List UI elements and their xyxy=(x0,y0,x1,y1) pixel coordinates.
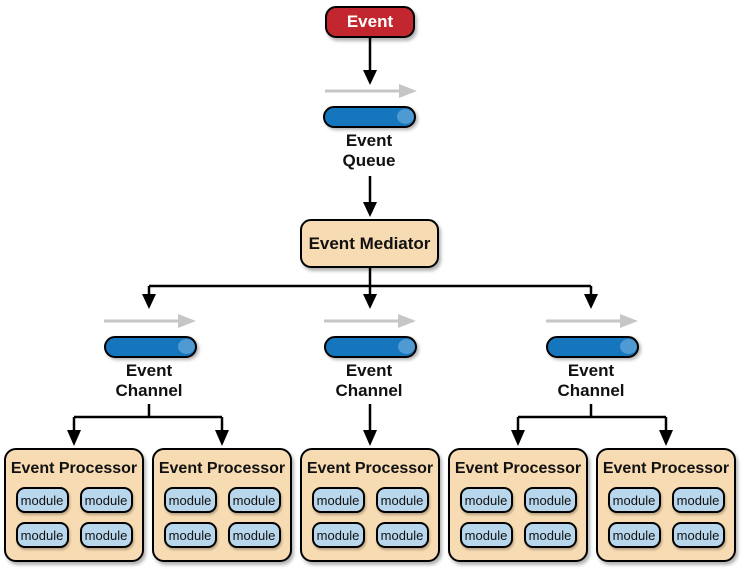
module-row: module module xyxy=(15,522,133,548)
event-queue-cylinder xyxy=(323,106,416,128)
event-mediator-node: Event Mediator xyxy=(300,219,439,268)
module-box: module xyxy=(523,487,577,513)
event-processor-title: Event Processor xyxy=(454,460,582,477)
event-channel-cylinder-3 xyxy=(546,336,639,358)
event-processor-5: Event Processor module module module mod… xyxy=(596,448,736,562)
module-row: module module xyxy=(311,487,429,513)
module-row: module module xyxy=(311,522,429,548)
module-box: module xyxy=(375,522,429,548)
event-channel-label-2: Event Channel xyxy=(335,361,403,400)
module-box: module xyxy=(15,522,69,548)
module-box: module xyxy=(375,487,429,513)
event-channel-cylinder-1 xyxy=(104,336,197,358)
module-row: module module xyxy=(607,522,725,548)
event-processor-title: Event Processor xyxy=(306,460,434,477)
event-processor-3: Event Processor module module module mod… xyxy=(300,448,440,562)
event-processor-title: Event Processor xyxy=(10,460,138,477)
module-row: module module xyxy=(459,487,577,513)
event-processor-2: Event Processor module module module mod… xyxy=(152,448,292,562)
event-processor-title: Event Processor xyxy=(602,460,730,477)
module-box: module xyxy=(227,487,281,513)
module-box: module xyxy=(79,522,133,548)
module-box: module xyxy=(523,522,577,548)
module-box: module xyxy=(607,522,661,548)
module-box: module xyxy=(671,522,725,548)
module-box: module xyxy=(227,522,281,548)
event-processor-1: Event Processor module module module mod… xyxy=(4,448,144,562)
module-row: module module xyxy=(163,522,281,548)
module-box: module xyxy=(311,522,365,548)
module-row: module module xyxy=(163,487,281,513)
event-processor-4: Event Processor module module module mod… xyxy=(448,448,588,562)
module-box: module xyxy=(163,522,217,548)
module-row: module module xyxy=(15,487,133,513)
module-box: module xyxy=(163,487,217,513)
event-processor-title: Event Processor xyxy=(158,460,286,477)
module-box: module xyxy=(459,487,513,513)
module-box: module xyxy=(607,487,661,513)
event-queue-label: Event Queue xyxy=(342,131,396,170)
module-box: module xyxy=(671,487,725,513)
gray-flow-arrows xyxy=(104,84,638,328)
module-row: module module xyxy=(459,522,577,548)
event-channel-label-1: Event Channel xyxy=(115,361,183,400)
module-row: module module xyxy=(607,487,725,513)
event-mediator-label: Event Mediator xyxy=(308,233,431,253)
event-channel-label-3: Event Channel xyxy=(557,361,625,400)
black-connectors xyxy=(67,38,673,446)
module-box: module xyxy=(15,487,69,513)
module-box: module xyxy=(459,522,513,548)
module-box: module xyxy=(79,487,133,513)
event-channel-cylinder-2 xyxy=(324,336,417,358)
event-node: Event xyxy=(325,6,415,38)
module-box: module xyxy=(311,487,365,513)
event-label: Event xyxy=(346,12,394,31)
